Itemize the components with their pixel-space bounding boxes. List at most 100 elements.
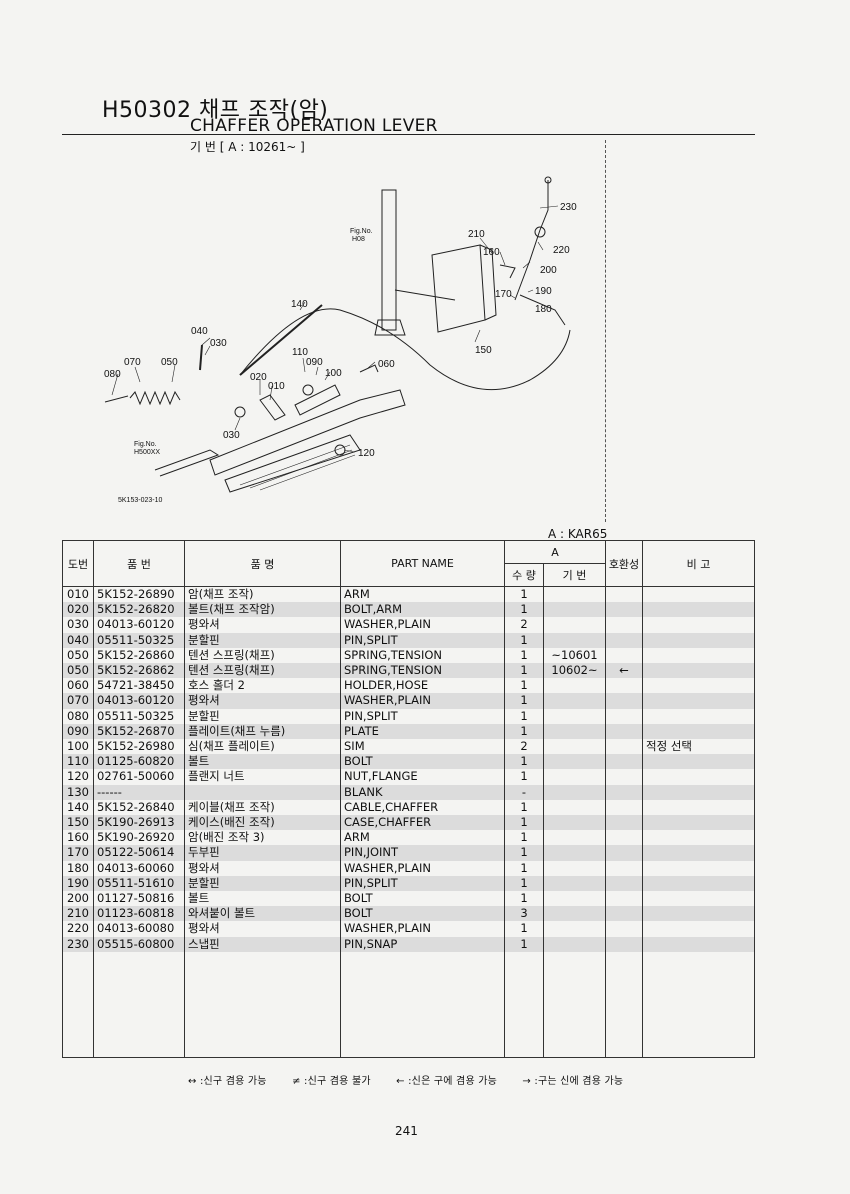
serial-cell — [543, 693, 606, 709]
quantity-cell: 1 — [504, 936, 544, 952]
name-korean-cell: 암(채프 조작) — [184, 586, 341, 603]
callout-label: 060 — [378, 359, 395, 370]
part-number-cell: ------ — [93, 784, 185, 800]
washer-030 — [234, 406, 246, 418]
part-number-cell: 5K152-26870 — [93, 723, 185, 740]
callout-label: 070 — [124, 357, 141, 368]
callout-label: 090 — [306, 357, 323, 368]
figure-frame-line — [605, 140, 607, 522]
remarks-cell — [642, 845, 755, 861]
part-name-cell: PIN,SPLIT — [340, 632, 505, 648]
serial-cell — [543, 586, 606, 603]
interchange-cell — [605, 678, 643, 694]
ref-no-cell: 210 — [62, 906, 94, 922]
callout-label: 030 — [223, 430, 240, 441]
bottom-bracket — [154, 449, 220, 477]
serial-cell — [543, 830, 606, 846]
serial-cell — [543, 632, 606, 648]
interchange-cell — [605, 936, 643, 952]
part-number-cell: 5K190-26913 — [93, 815, 185, 831]
quantity-cell: 1 — [504, 754, 544, 770]
ref-no-cell: 160 — [62, 830, 94, 846]
page-title: H50302 채프 조작(암) — [102, 92, 328, 124]
name-korean-cell: 텐션 스프링(채프) — [184, 647, 341, 664]
empty-cell — [62, 951, 94, 1058]
part-name-cell: ARM — [340, 586, 505, 603]
header-interchange: 호환성 — [605, 540, 643, 587]
callout-label: 030 — [210, 338, 227, 349]
ref-no-cell: 180 — [62, 860, 94, 876]
serial-cell — [543, 906, 606, 922]
ref-no-cell: 200 — [62, 891, 94, 907]
quantity-cell: 1 — [504, 632, 544, 648]
empty-cell — [543, 951, 606, 1058]
quantity-cell: 1 — [504, 769, 544, 785]
name-korean-cell: 호스 홀더 2 — [184, 678, 341, 694]
remarks-cell — [642, 693, 755, 709]
hose-holder — [359, 364, 379, 373]
part-number-cell: 01127-50816 — [93, 891, 185, 907]
cable-chaffer — [239, 308, 571, 391]
part-number-cell: 5K152-26980 — [93, 739, 185, 755]
quantity-cell: 2 — [504, 739, 544, 755]
quantity-cell: 3 — [504, 906, 544, 922]
part-number-cell: 5K152-26860 — [93, 647, 185, 664]
part-name-cell: PIN,SPLIT — [340, 708, 505, 724]
name-korean-cell: 케이스(배진 조작) — [184, 815, 341, 831]
remarks-cell — [642, 602, 755, 618]
remarks-cell — [642, 891, 755, 907]
fig-ref-top-line1: Fig.No. — [350, 228, 373, 235]
frame-grille — [239, 444, 356, 491]
name-korean-cell: 분할핀 — [184, 632, 341, 648]
linkage-top-pin — [544, 176, 552, 184]
serial-cell — [543, 754, 606, 770]
part-number-cell: 05515-60800 — [93, 936, 185, 952]
name-korean-cell: 텐션 스프링(채프) — [184, 663, 341, 679]
callout-label: 170 — [495, 289, 512, 300]
part-number-cell: 5K190-26920 — [93, 830, 185, 846]
part-number-cell: 54721-38450 — [93, 678, 185, 694]
interchange-cell: ← — [605, 663, 643, 679]
linkage-washer — [534, 226, 546, 238]
name-korean-cell: 평와셔 — [184, 921, 341, 937]
part-number-cell: 04013-60120 — [93, 693, 185, 709]
remarks-cell — [642, 678, 755, 694]
interchange-cell — [605, 799, 643, 816]
callout-label: 140 — [291, 299, 308, 310]
interchange-cell — [605, 875, 643, 892]
quantity-cell: 1 — [504, 830, 544, 846]
part-number-cell: 04013-60080 — [93, 921, 185, 937]
header-remarks: 비 고 — [642, 540, 755, 587]
interchange-cell — [605, 586, 643, 603]
serial-cell — [543, 723, 606, 740]
arm-010 — [259, 394, 286, 421]
joint-pin-area — [519, 294, 566, 326]
part-name-cell: BOLT — [340, 891, 505, 907]
legend-item: ≠ :신구 겸용 불가 — [292, 1076, 371, 1087]
fig-ref-bottom-line1: Fig.No. — [134, 441, 157, 448]
interchange-cell — [605, 647, 643, 664]
rod — [394, 289, 456, 301]
callout-label: 200 — [540, 265, 557, 276]
remarks-cell — [642, 754, 755, 770]
part-name-cell: PLATE — [340, 723, 505, 740]
table-row: 130------BLANK- — [62, 784, 755, 800]
header-part-name: PART NAME — [340, 540, 505, 587]
header-name-ko: 품 명 — [184, 540, 341, 587]
remarks-cell — [642, 586, 755, 603]
empty-cell — [605, 951, 643, 1058]
name-korean-cell: 분할핀 — [184, 875, 341, 892]
quantity-cell: 1 — [504, 723, 544, 740]
title-korean: 채프 조작(암) — [199, 98, 329, 123]
header-serial: 기 번 — [543, 563, 606, 587]
header-part-no: 품 번 — [93, 540, 185, 587]
title-rule — [62, 134, 755, 135]
